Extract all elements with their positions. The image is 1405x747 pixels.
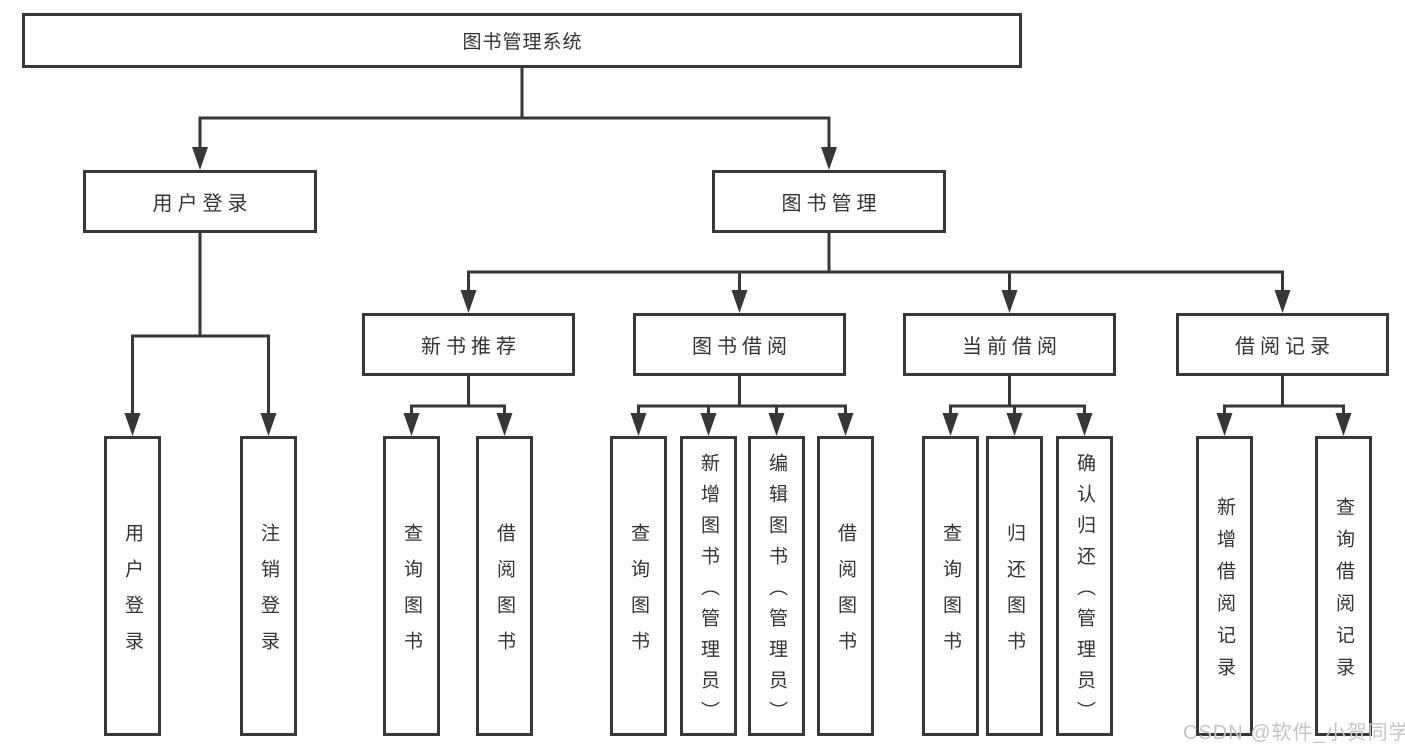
leaf-confirm-return-admin: 确认归还（管理员）: [1056, 436, 1113, 736]
node-book-management-label: 图书管理: [781, 193, 882, 215]
node-current-borrow-label: 当前借阅: [962, 336, 1062, 358]
leaf-edit-book-admin: 编辑图书（管理员）: [748, 436, 805, 736]
connector-book-management-to-children: [467, 231, 1284, 295]
node-borrow-records-label: 借阅记录: [1235, 336, 1335, 358]
arrow-down-icon: [837, 413, 854, 436]
connector-arrowheads: [124, 147, 1352, 436]
leaf-confirm-return-admin-label: 确认归还（管理员）: [1074, 452, 1095, 732]
leaf-logout-label: 注销登录: [258, 522, 279, 667]
leaf-logout: 注销登录: [240, 436, 297, 736]
leaf-borrow-books: 借阅图书: [817, 436, 874, 736]
connector-new-book-to-leaves: [410, 374, 506, 417]
arrow-down-icon: [124, 413, 141, 436]
arrow-down-icon: [1001, 290, 1018, 313]
arrow-down-icon: [403, 413, 420, 436]
watermark: CSDN @软件_小贺同学: [1183, 722, 1405, 744]
leaf-query-books-recommend-label: 查询图书: [401, 522, 422, 667]
leaf-query-books-borrow: 查询图书: [610, 436, 667, 736]
arrow-down-icon: [700, 413, 717, 436]
leaf-return-books-label: 归还图书: [1004, 522, 1025, 667]
node-book-management: 图书管理: [712, 170, 946, 233]
arrow-down-icon: [1335, 413, 1352, 436]
node-book-borrow: 图书借阅: [633, 313, 846, 376]
leaf-query-books-recommend: 查询图书: [383, 436, 440, 736]
leaf-query-books-current: 查询图书: [922, 436, 979, 736]
arrow-down-icon: [260, 413, 277, 436]
leaf-return-books: 归还图书: [986, 436, 1043, 736]
arrow-down-icon: [942, 413, 959, 436]
arrow-down-icon: [821, 147, 837, 170]
leaf-query-borrow-record-label: 查询借阅记录: [1333, 496, 1354, 689]
arrow-down-icon: [460, 290, 477, 313]
leaf-query-books-current-label: 查询图书: [940, 522, 961, 667]
leaf-edit-book-admin-label: 编辑图书（管理员）: [766, 452, 787, 732]
leaf-user-login-label: 用户登录: [122, 522, 143, 667]
connector-borrow-records-to-leaves: [1223, 374, 1345, 417]
leaf-add-borrow-record: 新增借阅记录: [1196, 436, 1253, 736]
leaf-query-borrow-record: 查询借阅记录: [1315, 436, 1372, 736]
node-new-book-recommend-label: 新书推荐: [421, 336, 521, 358]
leaf-borrow-books-label: 借阅图书: [835, 522, 856, 667]
node-user-login: 用户登录: [83, 170, 317, 233]
node-root-label: 图书管理系统: [462, 32, 583, 53]
arrow-down-icon: [1274, 290, 1291, 313]
leaf-user-login: 用户登录: [104, 436, 161, 736]
leaf-query-books-borrow-label: 查询图书: [628, 522, 649, 667]
node-current-borrow: 当前借阅: [903, 313, 1116, 376]
leaf-add-book-admin-label: 新增图书（管理员）: [698, 452, 719, 732]
leaf-borrow-books-recommend-label: 借阅图书: [494, 522, 515, 667]
arrow-down-icon: [1076, 413, 1093, 436]
arrow-down-icon: [630, 413, 647, 436]
arrow-down-icon: [731, 290, 748, 313]
connector-user-login-to-leaves: [131, 231, 270, 417]
connector-lines: [131, 66, 1345, 417]
connector-root-to-branches: [198, 66, 831, 152]
connector-book-borrow-to-leaves: [637, 374, 847, 417]
arrow-down-icon: [192, 147, 208, 170]
arrow-down-icon: [1216, 413, 1233, 436]
leaf-borrow-books-recommend: 借阅图书: [476, 436, 533, 736]
leaf-add-book-admin: 新增图书（管理员）: [680, 436, 737, 736]
node-root: 图书管理系统: [22, 13, 1022, 68]
node-new-book-recommend: 新书推荐: [362, 313, 575, 376]
node-book-borrow-label: 图书借阅: [692, 336, 792, 358]
connector-current-borrow-to-leaves: [949, 374, 1086, 417]
arrow-down-icon: [496, 413, 513, 436]
arrow-down-icon: [768, 413, 785, 436]
arrow-down-icon: [1006, 413, 1023, 436]
node-user-login-label: 用户登录: [152, 193, 253, 215]
leaf-add-borrow-record-label: 新增借阅记录: [1214, 496, 1235, 689]
node-borrow-records: 借阅记录: [1176, 313, 1389, 376]
